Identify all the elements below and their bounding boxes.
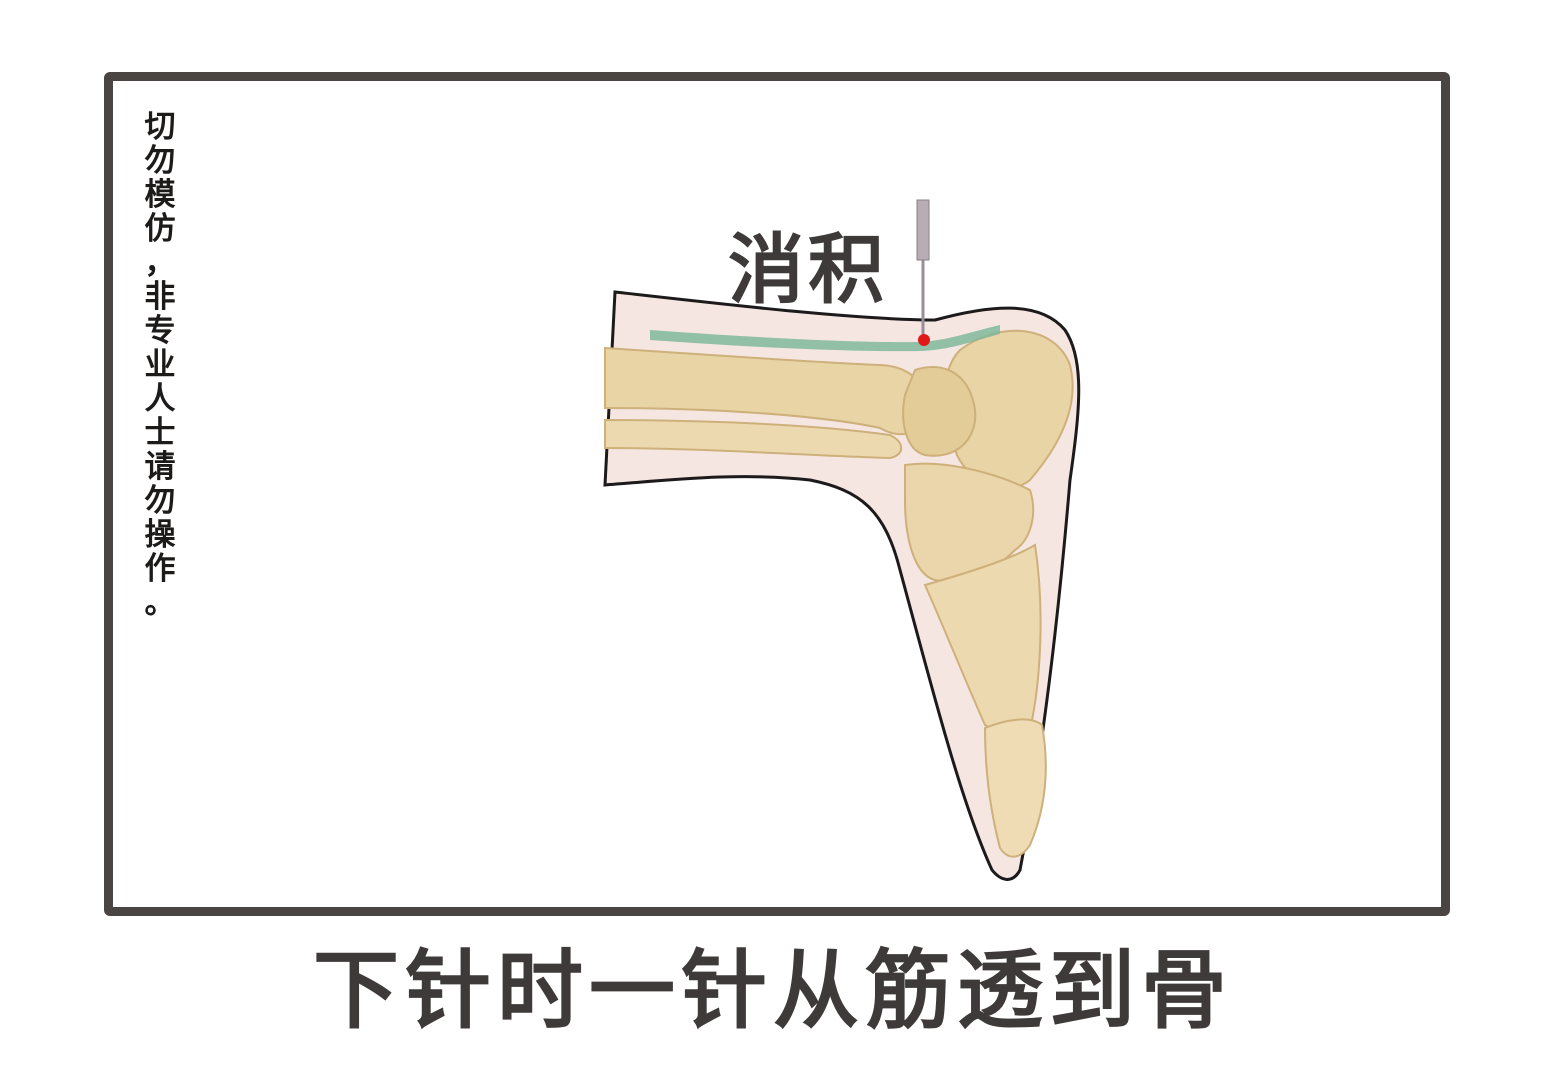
warning-char: 业 <box>144 347 176 383</box>
warning-char: 。 <box>144 585 176 621</box>
tarsal-bones <box>904 462 1035 583</box>
warning-char: 勿 <box>144 483 176 519</box>
fibula-bone <box>604 418 903 460</box>
acupoint-label: 消积 <box>728 225 888 314</box>
foot-skeleton-illustration <box>603 199 1081 881</box>
caption: 下针时一针从筋透到骨 <box>313 940 1233 1041</box>
warning-char: 非 <box>144 279 176 315</box>
illustration-frame <box>104 72 1450 916</box>
warning-char: 模 <box>144 177 176 213</box>
phalanx-bones <box>983 718 1047 858</box>
warning-char: 士 <box>144 415 176 451</box>
tendon-band <box>650 325 1000 352</box>
warning-text: 切勿模仿，非专业人士请勿操作。 <box>140 110 180 620</box>
talus-bone <box>902 365 977 457</box>
warning-char: 人 <box>144 381 176 417</box>
needle-handle <box>916 199 930 261</box>
warning-char: ， <box>144 245 176 281</box>
warning-char: 作 <box>144 551 176 587</box>
warning-char: 仿 <box>144 211 176 247</box>
warning-char: 操 <box>144 517 176 553</box>
warning-char: 切 <box>144 109 176 145</box>
metatarsal-bones <box>923 543 1042 732</box>
warning-char: 勿 <box>144 143 176 179</box>
acupoint-dot-icon <box>918 334 930 346</box>
warning-char: 专 <box>144 313 176 349</box>
warning-char: 请 <box>144 449 176 485</box>
